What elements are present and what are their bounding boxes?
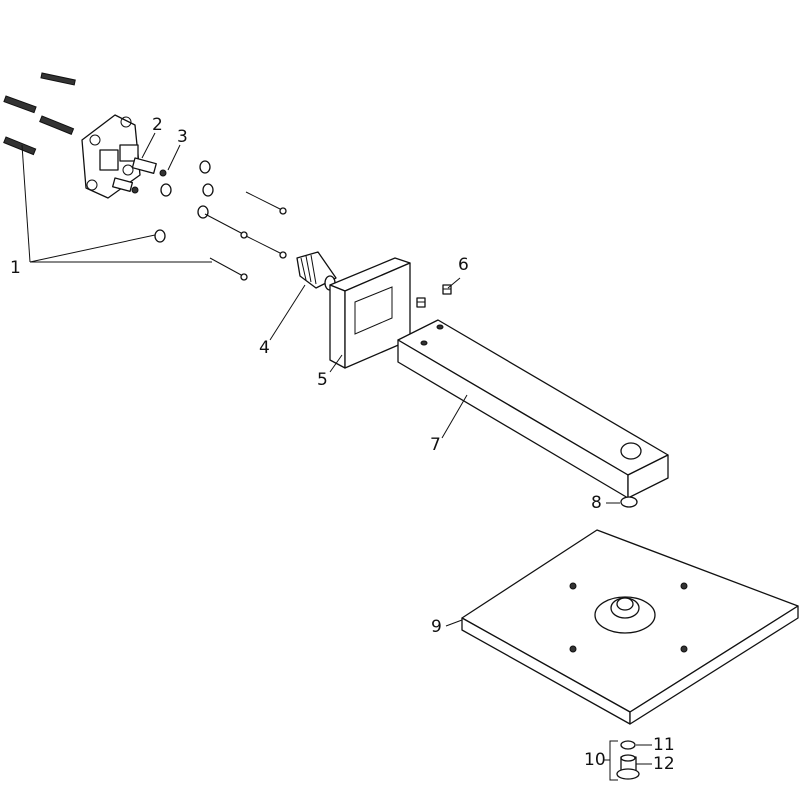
callout-12: 12 xyxy=(653,754,675,774)
shower-arm xyxy=(397,319,669,499)
washers xyxy=(154,160,214,243)
callout-7: 7 xyxy=(430,435,441,455)
wall-anchors xyxy=(3,72,76,156)
grub-screws xyxy=(416,284,452,308)
screws xyxy=(204,191,287,281)
callout-10: 10 xyxy=(584,750,606,770)
callout-11: 11 xyxy=(653,735,675,755)
callout-1: 1 xyxy=(10,258,21,278)
seal-ring xyxy=(620,496,638,508)
callout-9: 9 xyxy=(431,617,442,637)
callout-3: 3 xyxy=(177,127,188,147)
escutcheon-plate xyxy=(329,257,411,369)
threaded-adapter xyxy=(296,251,337,291)
callout-6: 6 xyxy=(458,255,469,275)
callout-2: 2 xyxy=(152,115,163,135)
callout-8: 8 xyxy=(591,493,602,513)
callout-4: 4 xyxy=(259,338,270,358)
shower-head xyxy=(461,529,799,725)
flow-insert xyxy=(616,740,640,780)
mounting-plate xyxy=(81,114,167,199)
leader-lines xyxy=(21,132,652,781)
callout-5: 5 xyxy=(317,370,328,390)
